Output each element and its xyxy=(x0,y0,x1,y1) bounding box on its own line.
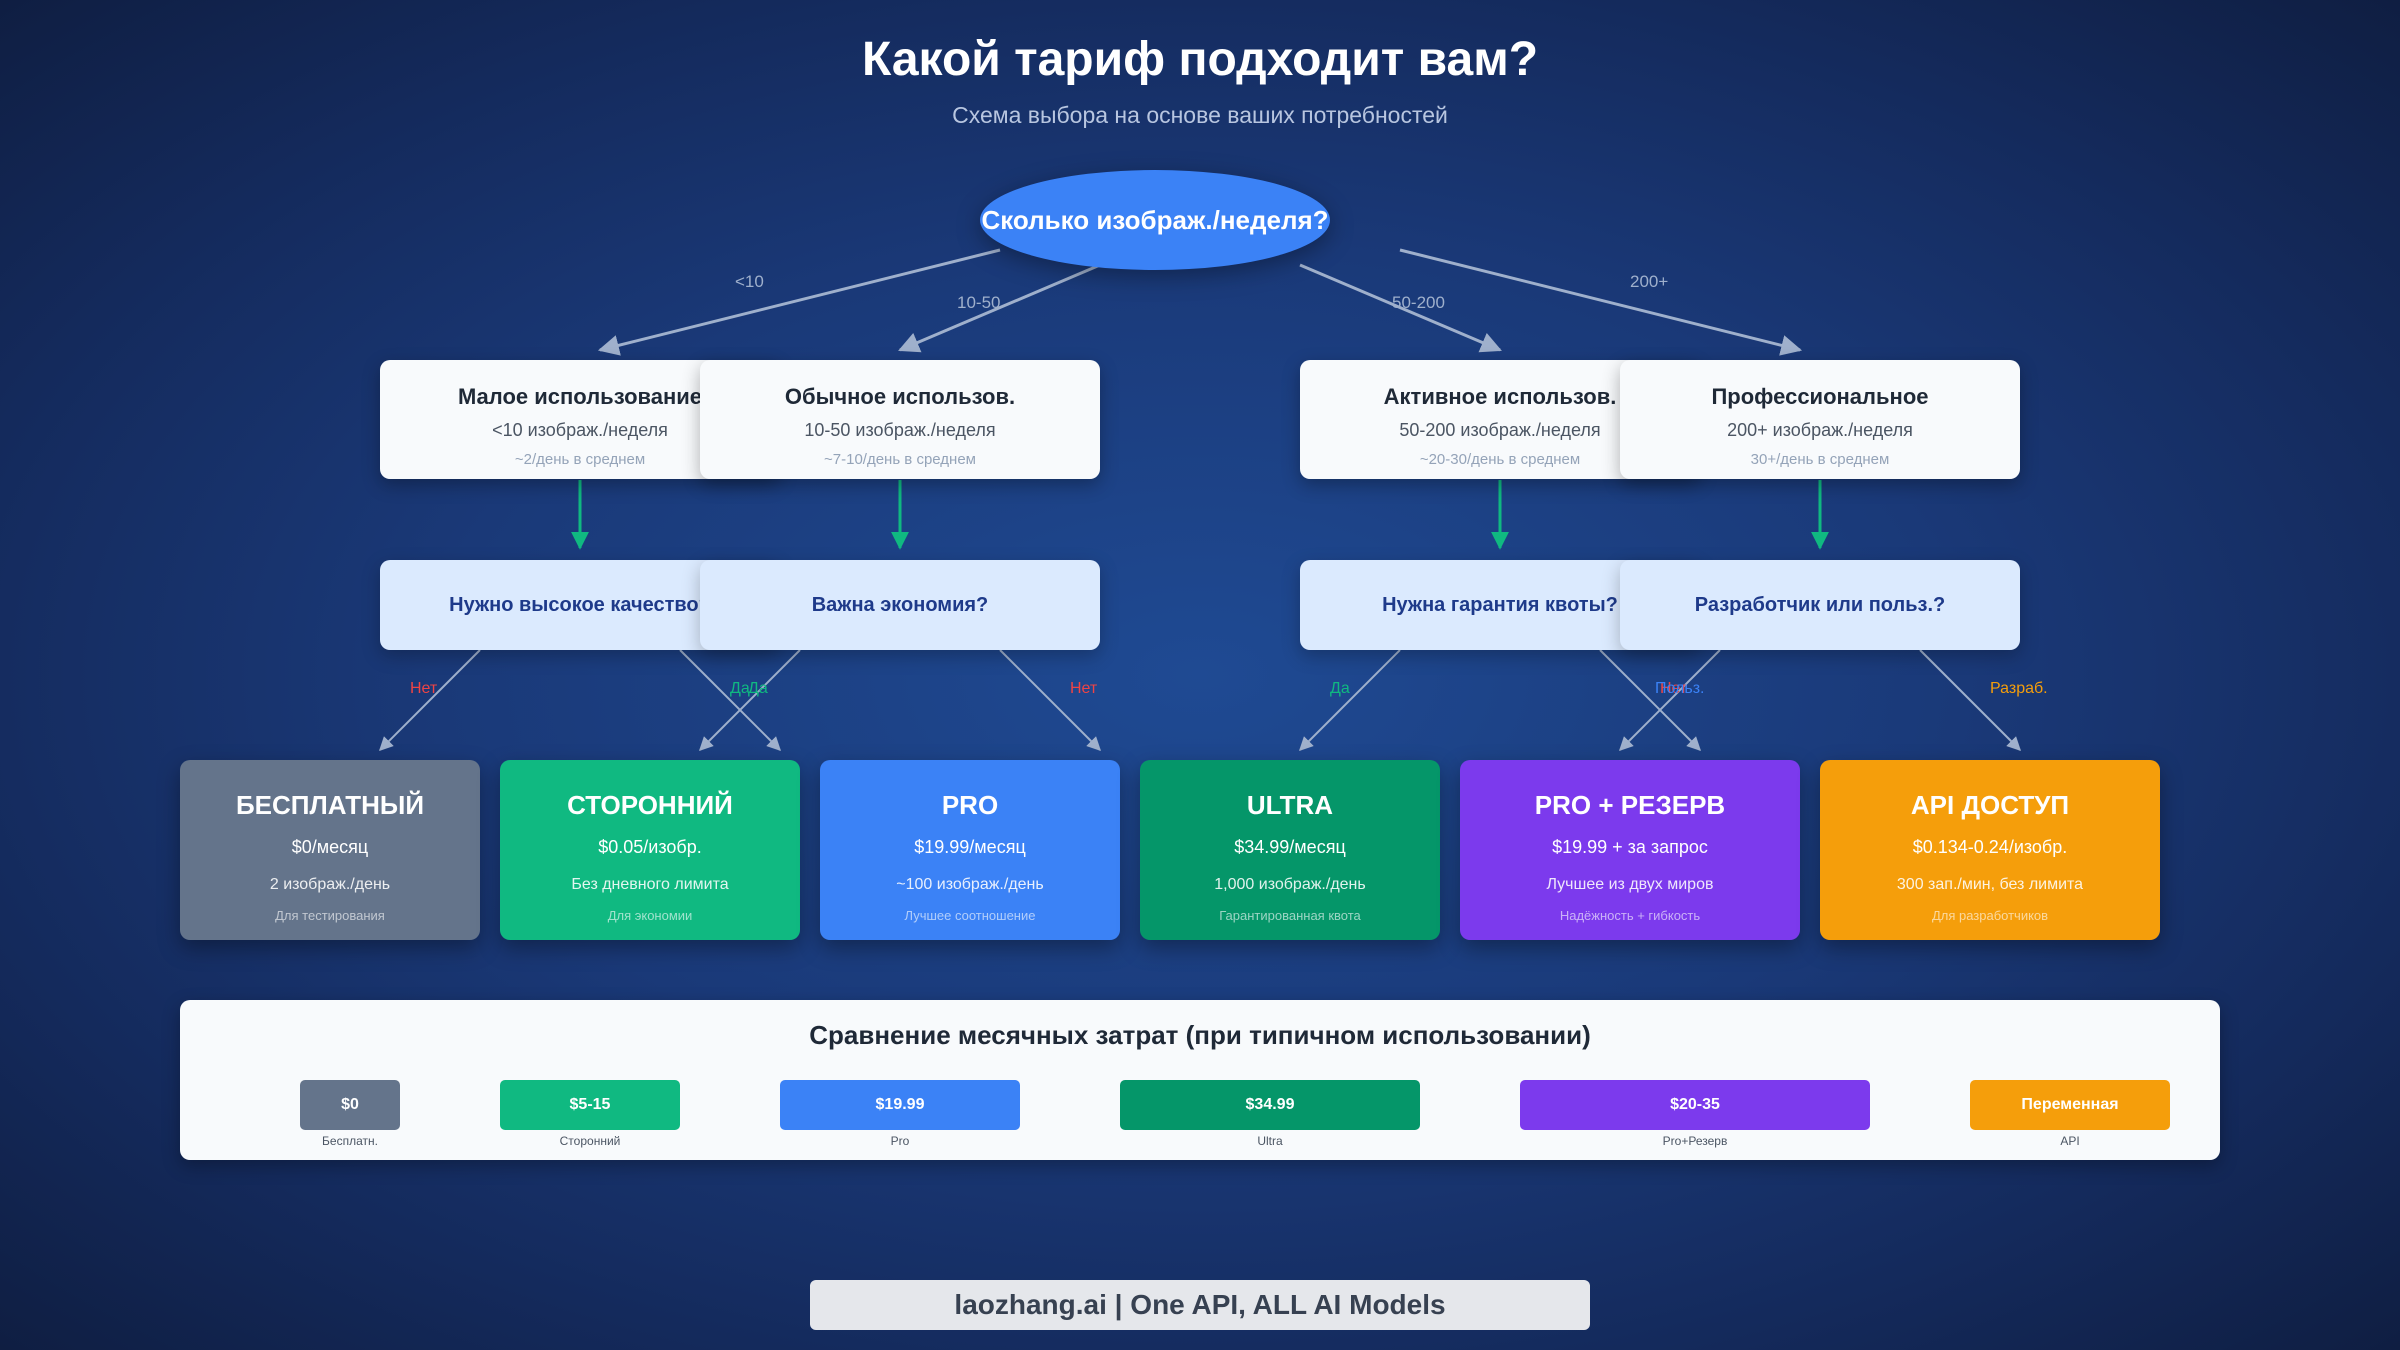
usage-avg: ~2/день в среднем xyxy=(514,451,646,468)
plan-name: БЕСПЛАТНЫЙ xyxy=(235,790,425,820)
root-question-node: Сколько изображ./неделя? xyxy=(980,170,1330,270)
comparison-bar-ultra: $34.99 xyxy=(1120,1080,1420,1130)
edge-q4-api xyxy=(1919,649,2021,751)
usage-title: Малое использование xyxy=(457,384,703,409)
plan-card-ultra: ULTRA $34.99/месяц 1,000 изображ./день Г… xyxy=(1140,760,1440,940)
edge-label-200plus: 200+ xyxy=(1630,272,1669,291)
plan-price: $19.99 + за запрос xyxy=(1552,837,1708,857)
question-dev-or-user: Разработчик или польз.? xyxy=(1620,560,2020,650)
plan-limit: ~100 изображ./день xyxy=(896,876,1044,893)
plan-limit: Лучшее из двух миров xyxy=(1546,876,1714,893)
comparison-label-pro-reserve: Pro+Резерв xyxy=(1662,1134,1728,1148)
plan-card-pro-reserve: PRO + РЕЗЕРВ $19.99 + за запрос Лучшее и… xyxy=(1460,760,1800,940)
edge-q3-ultra xyxy=(1299,649,1401,751)
comparison-label-ultra: Ultra xyxy=(1257,1134,1283,1148)
plan-price: $19.99/месяц xyxy=(914,837,1026,857)
cost-comparison-panel: Сравнение месячных затрат (при типичном … xyxy=(180,1000,2220,1160)
edge-root-small xyxy=(597,248,1001,356)
edge-q4-proreserve xyxy=(1619,649,1721,751)
branch-label-q3-yes: Да xyxy=(1330,680,1350,697)
plan-note: Для разработчиков xyxy=(1931,908,2049,923)
branch-label-q3-no: Нет xyxy=(1660,680,1688,697)
plan-card-free: БЕСПЛАТНЫЙ $0/месяц 2 изображ./день Для … xyxy=(180,760,480,940)
usage-title: Обычное использов. xyxy=(784,384,1016,409)
edge-q2-pro xyxy=(999,649,1101,751)
edge-label-lt10: <10 xyxy=(735,272,764,291)
edge-root-pro xyxy=(1399,248,1803,356)
branch-label-q1-yes: Да xyxy=(730,680,750,697)
edge-root-normal xyxy=(898,263,1101,353)
page-subtitle: Схема выбора на основе ваших потребносте… xyxy=(952,102,1448,128)
edge-q1-free xyxy=(379,649,481,751)
plan-limit: 2 изображ./день xyxy=(269,876,391,893)
plan-name: ULTRA xyxy=(1246,790,1334,820)
comparison-bar-pro: $19.99 xyxy=(780,1080,1020,1130)
comparison-bar-pro-reserve: $20-35 xyxy=(1520,1080,1870,1130)
usage-card-professional: Профессиональное 200+ изображ./неделя 30… xyxy=(1620,360,2020,479)
usage-range: <10 изображ./неделя xyxy=(492,420,668,440)
branch-label-q1-no: Нет xyxy=(410,680,438,697)
comparison-bar-free: $0 xyxy=(300,1080,400,1130)
plan-limit: 1,000 изображ./день xyxy=(1214,876,1366,893)
comparison-bar-api: Переменная xyxy=(1970,1080,2170,1130)
plan-note: Для тестирования xyxy=(275,908,385,923)
usage-title: Профессиональное xyxy=(1711,384,1929,409)
usage-avg: 30+/день в среднем xyxy=(1750,451,1890,468)
question-economy: Важна экономия? xyxy=(700,560,1100,650)
comparison-label-pro: Pro xyxy=(890,1134,910,1148)
edge-q1-thirdparty xyxy=(679,649,781,751)
comparison-label-thirdparty: Сторонний xyxy=(559,1134,621,1148)
plan-name: API ДОСТУП xyxy=(1910,790,2070,820)
comparison-label-free: Бесплатн. xyxy=(322,1134,378,1148)
plan-name: СТОРОННИЙ xyxy=(567,790,733,820)
branch-label-q4-user: Польз. xyxy=(1655,680,1705,697)
plan-limit: 300 зап./мин, без лимита xyxy=(1896,876,2084,893)
plan-name: PRO xyxy=(941,790,999,820)
plan-note: Надёжность + гибкость xyxy=(1559,908,1701,923)
plan-name: PRO + РЕЗЕРВ xyxy=(1534,790,1726,820)
edge-q2-thirdparty xyxy=(699,649,801,751)
page-title: Какой тариф подходит вам? xyxy=(861,33,1539,86)
edge-label-50-200: 50-200 xyxy=(1392,293,1445,312)
plan-price: $34.99/месяц xyxy=(1234,837,1346,857)
plan-note: Для экономии xyxy=(607,908,693,923)
usage-avg: ~20-30/день в среднем xyxy=(1419,451,1581,468)
edge-root-active xyxy=(1299,263,1502,353)
usage-range: 50-200 изображ./неделя xyxy=(1399,420,1601,440)
plan-card-thirdparty: СТОРОННИЙ $0.05/изобр. Без дневного лими… xyxy=(500,760,800,940)
plan-card-api: API ДОСТУП $0.134-0.24/изобр. 300 зап./м… xyxy=(1820,760,2160,940)
usage-avg: ~7-10/день в среднем xyxy=(824,451,976,468)
footer-banner: laozhang.ai | One API, ALL AI Models xyxy=(810,1280,1590,1330)
comparison-bar-thirdparty: $5-15 xyxy=(500,1080,680,1130)
plan-price: $0.05/изобр. xyxy=(598,837,702,857)
usage-range: 200+ изображ./неделя xyxy=(1727,420,1913,440)
plan-note: Лучшее соотношение xyxy=(904,908,1036,923)
branch-label-q2-yes: Да xyxy=(748,680,768,697)
edge-q3-proreserve xyxy=(1599,649,1701,751)
plan-limit: Без дневного лимита xyxy=(571,876,729,893)
plan-card-pro: PRO $19.99/месяц ~100 изображ./день Лучш… xyxy=(820,760,1120,940)
branch-label-q4-dev: Разраб. xyxy=(1990,680,2048,697)
comparison-title: Сравнение месячных затрат (при типичном … xyxy=(809,1020,1591,1050)
branch-label-q2-no: Нет xyxy=(1070,680,1098,697)
usage-card-normal: Обычное использов. 10-50 изображ./неделя… xyxy=(700,360,1100,479)
plan-price: $0/месяц xyxy=(291,837,369,857)
plan-price: $0.134-0.24/изобр. xyxy=(1912,837,2068,857)
usage-range: 10-50 изображ./неделя xyxy=(804,420,996,440)
usage-title: Активное использов. xyxy=(1383,384,1617,409)
plan-note: Гарантированная квота xyxy=(1219,908,1361,923)
comparison-label-api: API xyxy=(2060,1134,2080,1148)
edge-label-10-50: 10-50 xyxy=(957,293,1001,312)
